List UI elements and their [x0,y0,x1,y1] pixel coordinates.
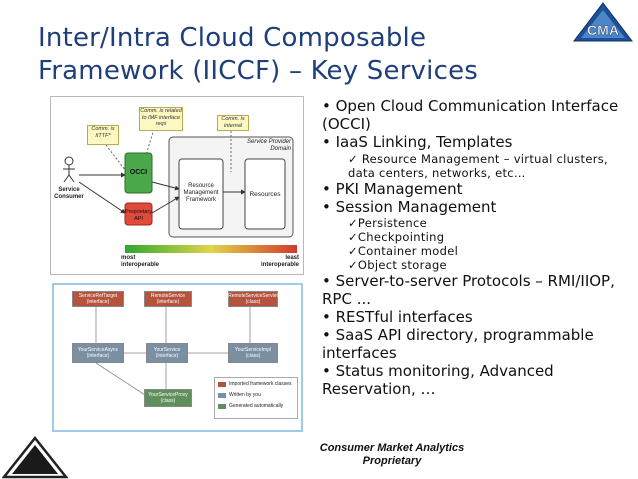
footer-line-1: Consumer Market Analytics [319,442,465,454]
class-box-service-ref-target: ServiceRefTarget (interface) [72,291,124,307]
legend-swatch-generated [218,404,226,409]
note-left: Comm. is IITTF* [87,125,119,145]
legend-written: Written by you [229,392,261,398]
bullet-saas-api: • SaaS API directory, programmable inter… [322,326,594,362]
rmf-label: Resource Management Framework [183,183,219,203]
resources-label: Resources [249,191,281,198]
bullet-status-monitoring: • Status monitoring, Advanced Reservatio… [322,362,554,398]
subbullet-object-storage: ✓Object storage [348,258,447,272]
bullet-list: • Open Cloud Communication Interface (OC… [322,97,634,398]
slide-title: Inter/Intra Cloud Composable Framework (… [38,22,558,88]
domain-label: Service Provider Domain [247,139,292,152]
least-interoperable-label: least interoperable [260,255,299,268]
bullet-restful: • RESTful interfaces [322,308,473,326]
cma-logo: CMA [572,2,634,42]
note-middle: Comm. is related to IMF interface reqs [139,107,183,131]
note-right: Comm. is internal [217,115,249,131]
title-line-1: Inter/Intra Cloud Composable [38,23,427,53]
interop-gradient-bar [125,245,297,253]
logo-text: CMA [587,22,619,38]
occi-box [124,152,153,194]
subbullet-container: ✓Container model [348,244,459,258]
rmf-box [178,158,224,230]
legend-swatch-imported [218,382,226,387]
bullet-occi: • Open Cloud Communication Interface (OC… [322,97,619,133]
legend-swatch-written [218,393,226,398]
gwt-rpc-class-diagram: ServiceRefTarget (interface) RemoteServi… [52,283,303,432]
occi-label: OCCI [129,169,148,176]
triangle-logo-icon [2,436,68,479]
bullet-iaas: • IaaS Linking, Templates [322,133,513,151]
class-box-your-service-proxy: YourServiceProxy (class) [144,389,192,407]
class-box-your-service-impl: YourServiceImpl (class) [228,343,278,363]
subbullet-persistence: ✓Persistence [348,216,428,230]
legend-imported: Imported framework classes [229,381,292,387]
class-box-remote-service-servlet: RemoteServiceServlet (class) [228,291,278,307]
title-line-2: Framework (IICCF) – Key Services [38,56,479,86]
diagram2-legend: Imported framework classes Written by yo… [214,377,298,419]
class-box-remote-service: RemoteService (interface) [144,291,192,307]
proprietary-label: Proprietary API [125,209,152,222]
interoperability-diagram: Comm. is IITTF* Comm. is related to IMF … [50,96,304,275]
class-box-your-service: YourService (interface) [146,343,188,363]
resources-box [244,158,286,230]
footer: Consumer Market Analytics Proprietary [300,442,484,468]
subbullet-resource-mgmt: ✓ Resource Management – virtual clusters… [348,152,608,180]
diagram2-connectors [95,305,251,398]
bullet-server-protocols: • Server-to-server Protocols – RMI/IIOP,… [322,272,615,308]
legend-generated: Generated automatically [229,403,284,409]
bullet-session: • Session Management [322,198,497,216]
most-interoperable-label: most interoperable [121,255,160,268]
actor-label: Service Consumer [54,187,84,200]
actor-head-icon [64,156,74,166]
subbullet-checkpointing: ✓Checkpointing [348,230,445,244]
class-box-your-service-async: YourServiceAsync (interface) [72,343,124,363]
footer-line-2: Proprietary [362,455,422,467]
proprietary-box [124,202,153,226]
diagram1-connectors [63,128,297,253]
bullet-pki: • PKI Management [322,180,463,198]
